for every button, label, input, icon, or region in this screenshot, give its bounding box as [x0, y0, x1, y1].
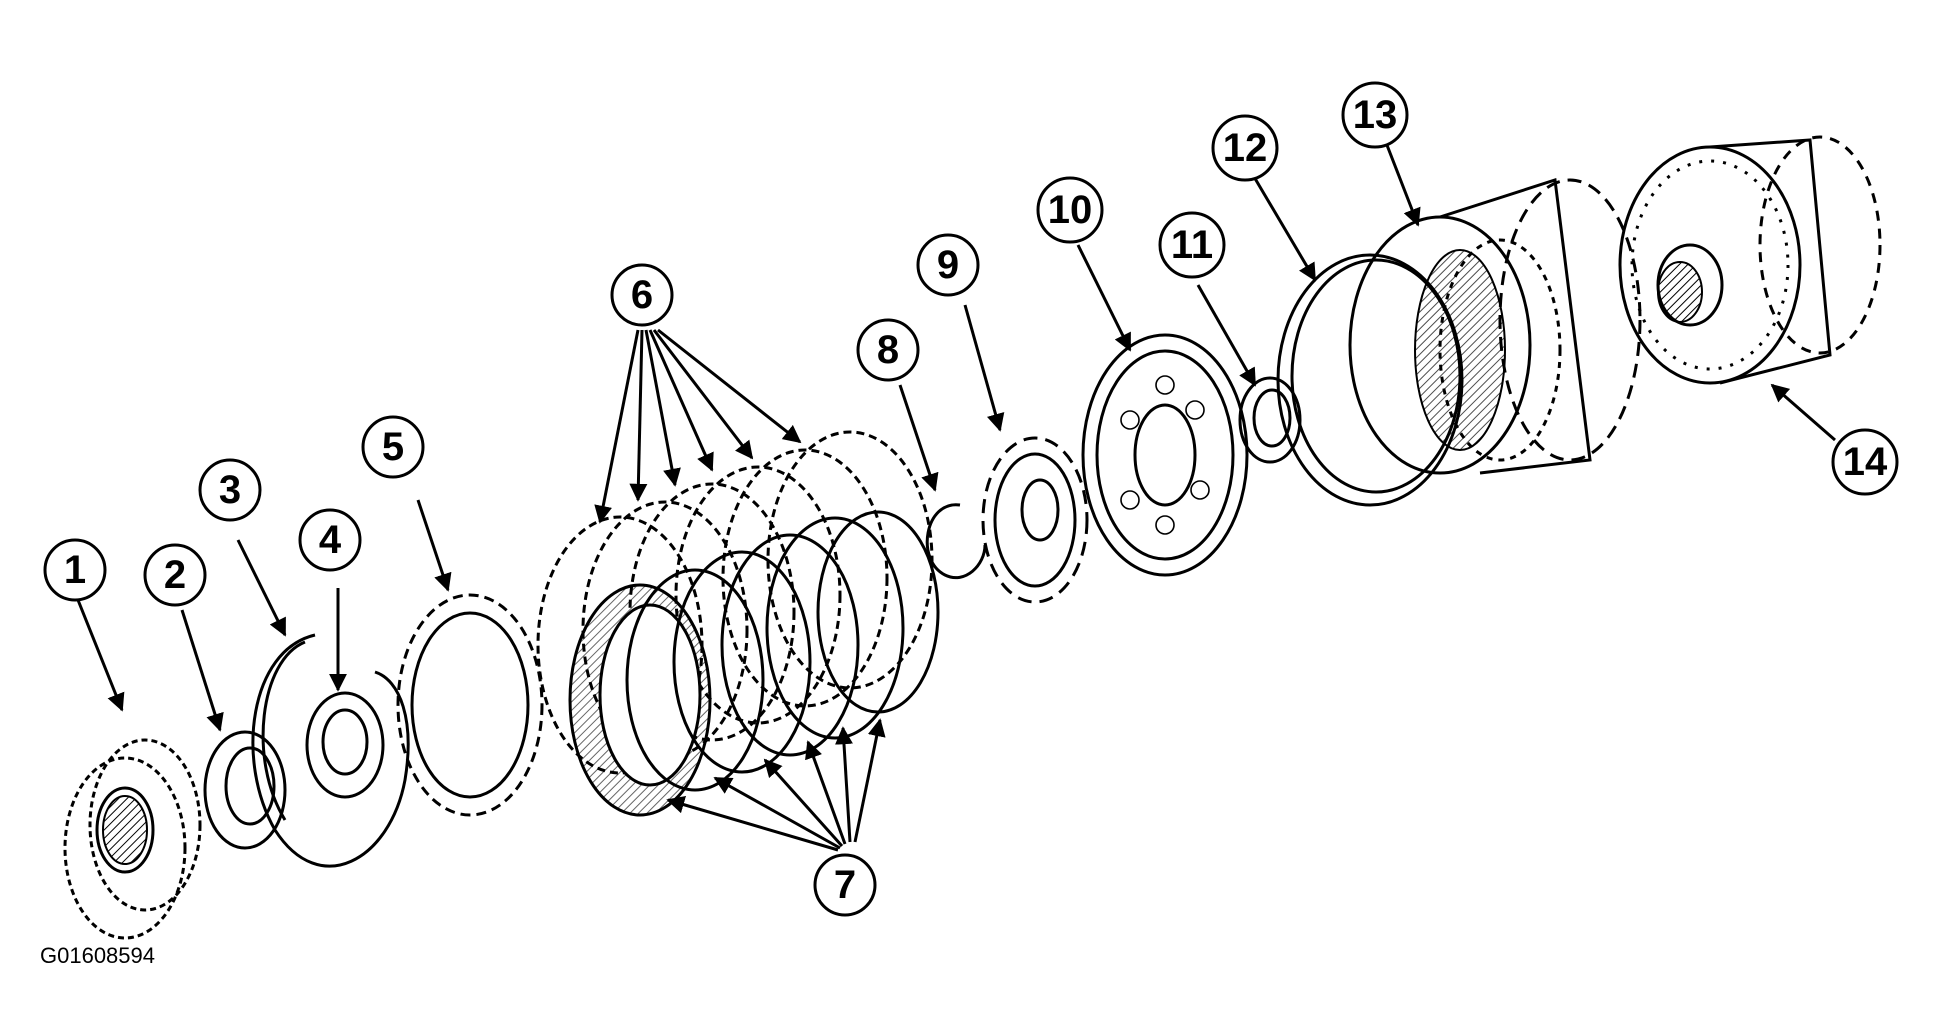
leader-6b — [629, 329, 648, 502]
callout-2: 2 — [143, 543, 207, 607]
leader-9 — [963, 304, 1005, 432]
callout-3: 3 — [198, 458, 262, 522]
part-4-washer — [305, 691, 385, 799]
leader-5 — [416, 499, 452, 592]
leader-14 — [1770, 383, 1836, 442]
part-3-snap-ring — [251, 633, 410, 868]
callout-8: 8 — [856, 318, 920, 382]
part-2-washer — [203, 730, 287, 850]
leader-1 — [76, 599, 125, 712]
leader-12 — [1248, 169, 1317, 282]
part-13-drum — [1348, 178, 1642, 475]
leader-13 — [1383, 139, 1421, 227]
leader-lines — [76, 139, 1836, 852]
callout-5-label: 5 — [382, 425, 404, 469]
part-14-shell — [1618, 135, 1882, 385]
leader-7f — [853, 718, 886, 843]
leader-10 — [1076, 244, 1132, 352]
part-10-plate — [1081, 333, 1249, 577]
leader-3 — [236, 539, 287, 637]
leader-7b — [713, 776, 841, 850]
callout-7: 7 — [813, 853, 877, 917]
callout-9: 9 — [916, 233, 980, 297]
callout-11-label: 11 — [1171, 223, 1213, 267]
part-9-hub — [981, 436, 1089, 604]
leader-6d — [648, 329, 714, 472]
leader-7e — [835, 726, 853, 843]
callout-11: 11 — [1158, 211, 1226, 279]
callout-10: 10 — [1036, 176, 1104, 244]
callout-6: 6 — [610, 263, 674, 327]
callout-12-label: 12 — [1223, 126, 1268, 170]
callout-13-label: 13 — [1353, 93, 1398, 137]
callout-2-label: 2 — [164, 553, 186, 597]
callout-4: 4 — [298, 508, 362, 572]
callout-14-label: 14 — [1843, 440, 1888, 484]
callout-7-label: 7 — [834, 863, 856, 907]
leader-6c — [644, 329, 681, 487]
leader-6f — [657, 328, 802, 444]
part-11-seal-ring — [1238, 376, 1302, 464]
callout-4-label: 4 — [319, 518, 342, 562]
leader-11 — [1196, 284, 1257, 387]
callout-3-label: 3 — [219, 468, 241, 512]
callout-14: 14 — [1831, 428, 1899, 496]
callout-13: 13 — [1341, 81, 1409, 149]
leader-8 — [898, 384, 939, 492]
part-8-snap-ring — [925, 503, 987, 580]
leader-7a — [666, 795, 839, 852]
callout-5: 5 — [361, 415, 425, 479]
leader-7d — [805, 740, 847, 845]
callout-1-label: 1 — [64, 548, 86, 592]
callout-12: 12 — [1211, 114, 1279, 182]
callout-1: 1 — [43, 538, 107, 602]
figure-id: G01608594 — [40, 943, 155, 968]
callout-6-label: 6 — [631, 273, 653, 317]
leader-6a — [594, 329, 640, 524]
callout-9-label: 9 — [937, 243, 959, 287]
leader-2 — [180, 609, 224, 732]
leader-6e — [652, 329, 754, 460]
part-1-gear — [63, 738, 202, 940]
part-6-7-clutch-pack — [536, 430, 940, 817]
callout-10-label: 10 — [1048, 188, 1093, 232]
part-5-toothed-plate — [396, 593, 544, 817]
callout-8-label: 8 — [877, 328, 899, 372]
leader-7c — [763, 758, 844, 848]
